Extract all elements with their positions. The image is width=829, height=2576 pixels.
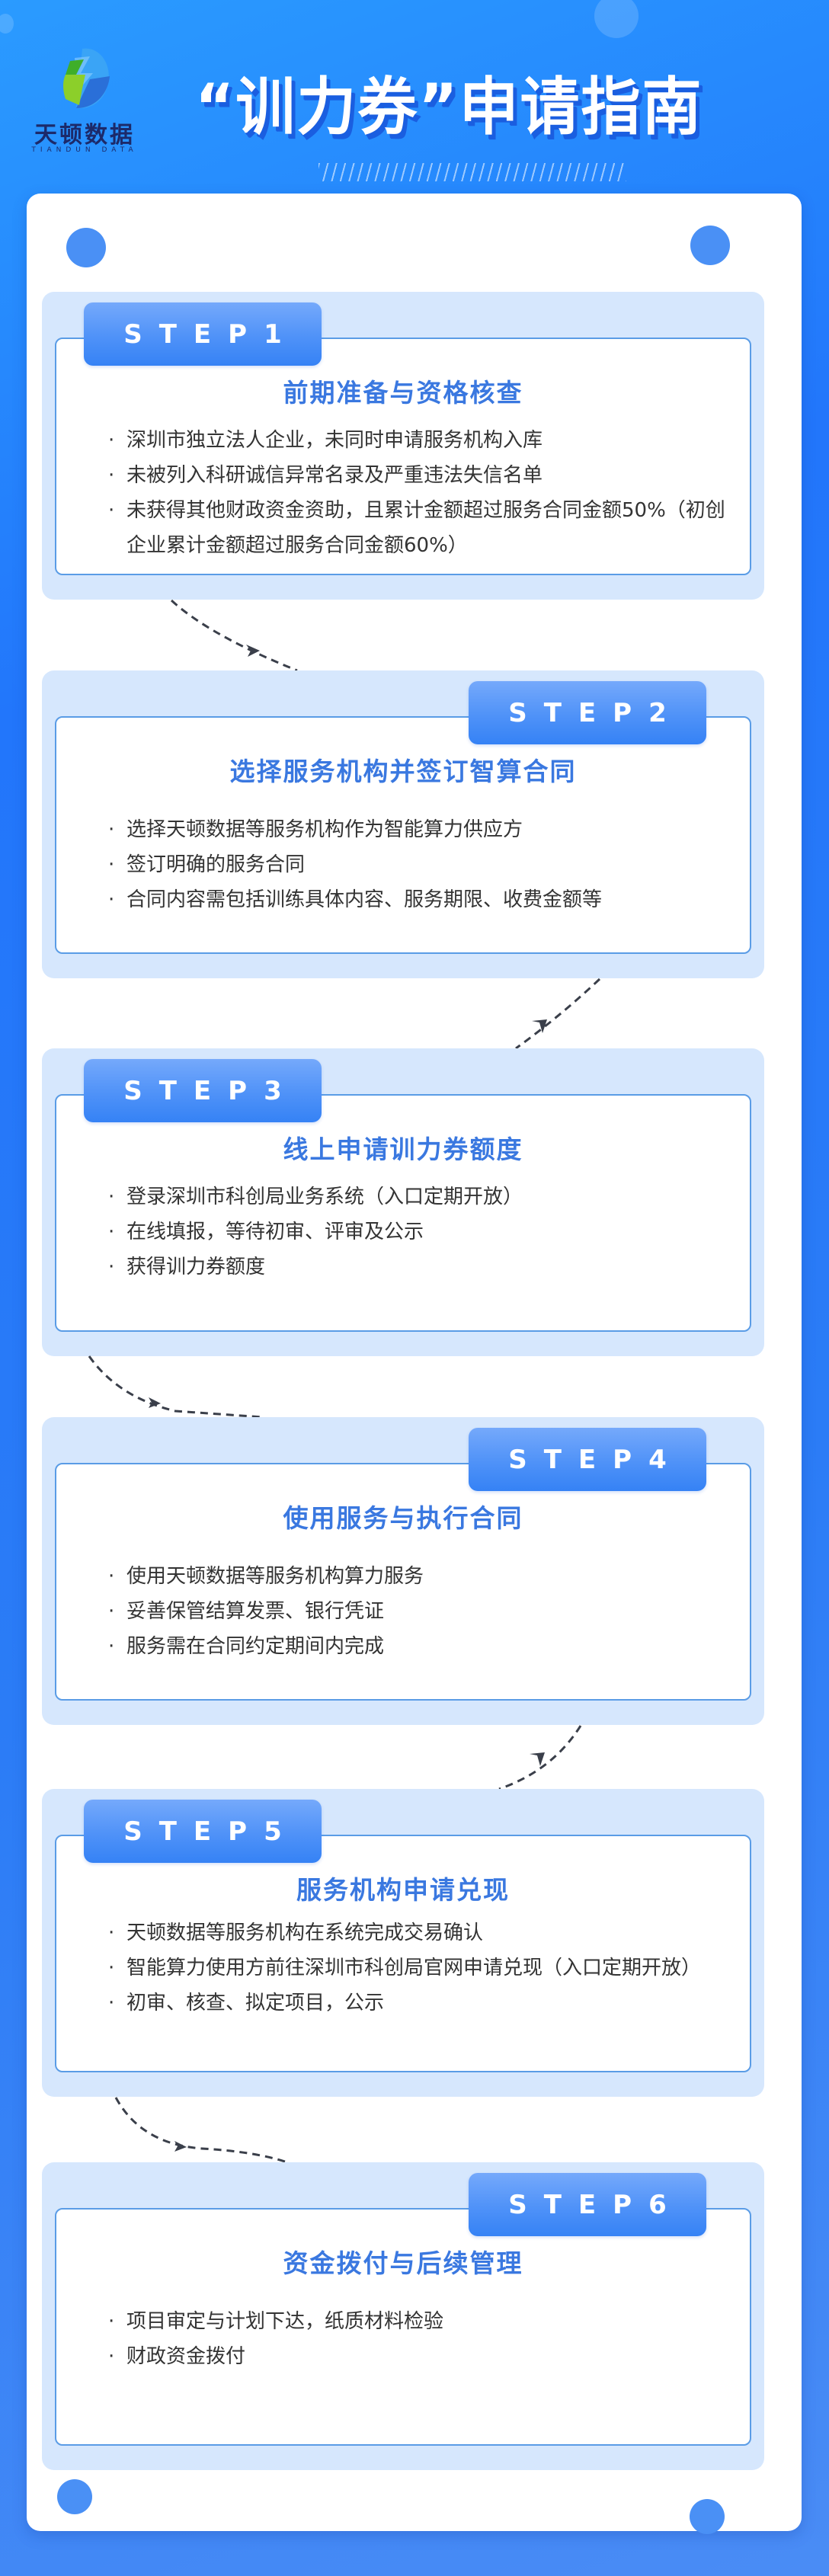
step-4-badge: STEP4 xyxy=(469,1428,706,1491)
decor-bubble-small xyxy=(0,14,14,34)
step-2-title: 选择服务机构并签订智算合同 xyxy=(229,757,577,786)
list-item: 智能算力使用方前往深圳市科创局官网申请兑现（入口定期开放） xyxy=(108,1950,735,1986)
page-title: “训力券”申请指南 xyxy=(195,72,703,144)
step-1-badge: STEP1 xyxy=(84,302,322,366)
step-6-list: 项目审定与计划下达，纸质材料检验 财政资金拨付 xyxy=(108,2304,735,2374)
list-item: 使用天顿数据等服务机构算力服务 xyxy=(108,1559,735,1594)
step-3-badge: STEP3 xyxy=(84,1059,322,1122)
decor-dot-top-left xyxy=(66,228,106,267)
list-item: 深圳市独立法人企业，未同时申请服务机构入库 xyxy=(108,423,735,458)
logo-name-en: TIANDUN DATA xyxy=(31,146,138,154)
step-5-content: 服务机构申请兑现 天顿数据等服务机构在系统完成交易确认 智能算力使用方前往深圳市… xyxy=(55,1835,751,2072)
step-2-badge: STEP2 xyxy=(469,681,706,744)
step-2-content: 选择服务机构并签订智算合同 选择天顿数据等服务机构作为智能算力供应方 签订明确的… xyxy=(55,716,751,954)
decor-bubble-large xyxy=(594,0,639,38)
title-stripes-decoration xyxy=(318,163,626,181)
step-6-badge: STEP6 xyxy=(469,2173,706,2236)
lightning-bolt-logo-icon xyxy=(63,48,110,109)
step-6-title: 资金拨付与后续管理 xyxy=(283,2248,523,2278)
step-5-badge: STEP5 xyxy=(84,1800,322,1863)
list-item: 初审、核查、拟定项目，公示 xyxy=(108,1986,735,2021)
list-item: 未被列入科研诚信异常名录及严重违法失信名单 xyxy=(108,458,735,493)
step-4-content: 使用服务与执行合同 使用天顿数据等服务机构算力服务 妥善保管结算发票、银行凭证 … xyxy=(55,1463,751,1701)
step-4-panel: STEP4 使用服务与执行合同 使用天顿数据等服务机构算力服务 妥善保管结算发票… xyxy=(42,1417,764,1725)
step-4-list: 使用天顿数据等服务机构算力服务 妥善保管结算发票、银行凭证 服务需在合同约定期间… xyxy=(108,1559,735,1664)
step-2-list: 选择天顿数据等服务机构作为智能算力供应方 签订明确的服务合同 合同内容需包括训练… xyxy=(108,812,735,917)
list-item: 合同内容需包括训练具体内容、服务期限、收费金额等 xyxy=(108,882,735,917)
list-item: 项目审定与计划下达，纸质材料检验 xyxy=(108,2304,735,2339)
list-item: 选择天顿数据等服务机构作为智能算力供应方 xyxy=(108,812,735,847)
step-5-list: 天顿数据等服务机构在系统完成交易确认 智能算力使用方前往深圳市科创局官网申请兑现… xyxy=(108,1915,735,2021)
step-4-title: 使用服务与执行合同 xyxy=(283,1503,523,1533)
step-6-panel: STEP6 资金拨付与后续管理 项目审定与计划下达，纸质材料检验 财政资金拨付 xyxy=(42,2162,764,2470)
list-item: 获得训力券额度 xyxy=(108,1250,735,1285)
step-5-panel: STEP5 服务机构申请兑现 天顿数据等服务机构在系统完成交易确认 智能算力使用… xyxy=(42,1789,764,2097)
step-3-list: 登录深圳市科创局业务系统（入口定期开放） 在线填报，等待初审、评审及公示 获得训… xyxy=(108,1179,735,1285)
list-item: 签订明确的服务合同 xyxy=(108,847,735,882)
decor-dot-bottom-left xyxy=(57,2479,92,2514)
list-item: 登录深圳市科创局业务系统（入口定期开放） xyxy=(108,1179,735,1214)
step-1-list: 深圳市独立法人企业，未同时申请服务机构入库 未被列入科研诚信异常名录及严重违法失… xyxy=(108,423,735,563)
step-3-title: 线上申请训力券额度 xyxy=(283,1134,523,1164)
logo-name-cn: 天顿数据 xyxy=(34,122,135,149)
step-1-panel: STEP1 前期准备与资格核查 深圳市独立法人企业，未同时申请服务机构入库 未被… xyxy=(42,292,764,600)
step-3-content: 线上申请训力券额度 登录深圳市科创局业务系统（入口定期开放） 在线填报，等待初审… xyxy=(55,1094,751,1332)
decor-dot-top-right xyxy=(690,226,730,265)
step-1-content: 前期准备与资格核查 深圳市独立法人企业，未同时申请服务机构入库 未被列入科研诚信… xyxy=(55,338,751,575)
list-item: 未获得其他财政资金资助，且累计金额超过服务合同金额50%（初创企业累计金额超过服… xyxy=(108,493,735,563)
list-item: 服务需在合同约定期间内完成 xyxy=(108,1629,735,1664)
step-1-title: 前期准备与资格核查 xyxy=(283,378,523,408)
list-item: 在线填报，等待初审、评审及公示 xyxy=(108,1214,735,1250)
guide-card: STEP1 前期准备与资格核查 深圳市独立法人企业，未同时申请服务机构入库 未被… xyxy=(27,194,802,2534)
list-item: 财政资金拨付 xyxy=(108,2339,735,2374)
step-3-panel: STEP3 线上申请训力券额度 登录深圳市科创局业务系统（入口定期开放） 在线填… xyxy=(42,1048,764,1356)
step-2-panel: STEP2 选择服务机构并签订智算合同 选择天顿数据等服务机构作为智能算力供应方… xyxy=(42,670,764,978)
step-6-content: 资金拨付与后续管理 项目审定与计划下达，纸质材料检验 财政资金拨付 xyxy=(55,2208,751,2446)
list-item: 妥善保管结算发票、银行凭证 xyxy=(108,1594,735,1629)
step-5-title: 服务机构申请兑现 xyxy=(296,1875,510,1905)
company-logo: 天顿数据 TIANDUN DATA xyxy=(27,44,142,158)
list-item: 天顿数据等服务机构在系统完成交易确认 xyxy=(108,1915,735,1950)
decor-dot-bottom-right xyxy=(690,2499,725,2534)
